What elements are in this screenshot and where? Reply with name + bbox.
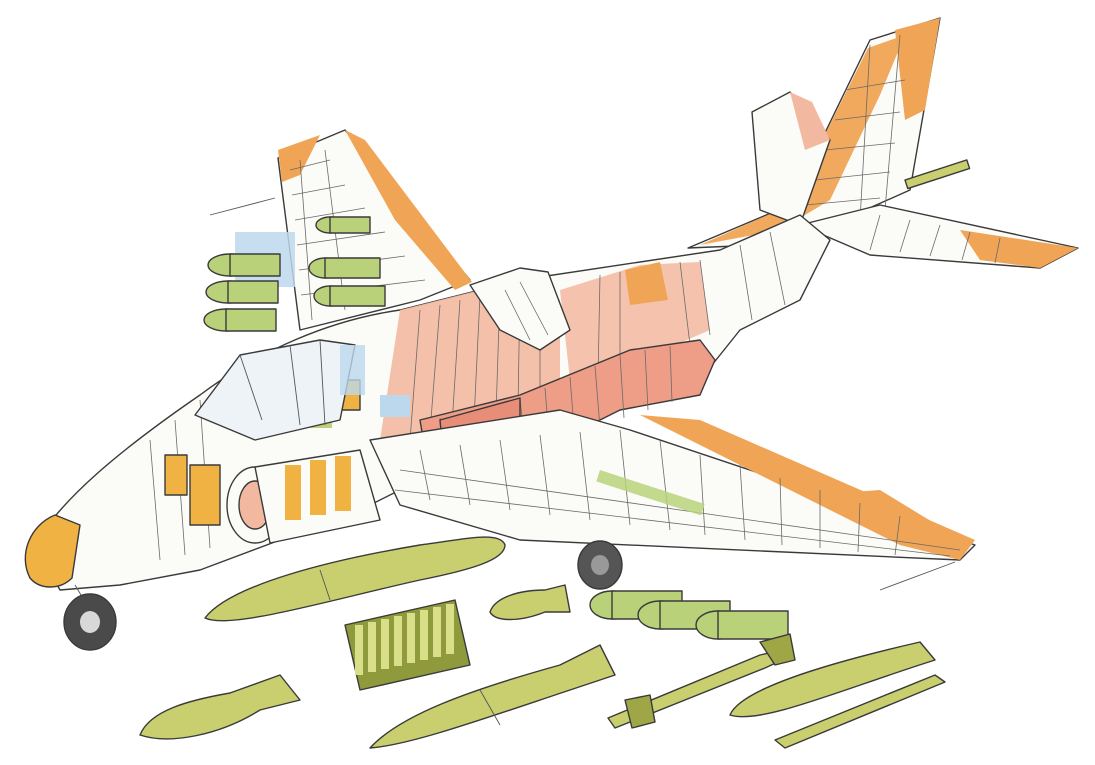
horizontal-stabilizer-left — [751, 91, 831, 226]
guided-bomb — [369, 644, 616, 749]
main-landing-gear — [577, 540, 623, 590]
lower-wing — [369, 409, 976, 591]
engine-air-intake — [226, 449, 381, 544]
upper-wing-rocket-pods — [203, 216, 386, 332]
small-bomb — [489, 584, 571, 621]
upper-wing — [209, 129, 472, 331]
dorsal-spine — [469, 267, 571, 351]
air-to-ground-missile — [607, 633, 796, 729]
horizontal-stabilizer-right — [799, 204, 1079, 269]
tail-cannon — [904, 159, 971, 190]
napalm-tank — [729, 641, 936, 718]
air-to-air-missile — [774, 674, 946, 749]
lower-wing-rocket-pods — [589, 590, 789, 640]
general-purpose-bomb — [139, 674, 301, 740]
nose-landing-gear — [63, 584, 117, 651]
cockpit-canopy — [194, 339, 365, 441]
rocket-launcher-cluster — [344, 599, 471, 691]
nose-cone — [24, 514, 81, 588]
drop-tank-large — [204, 536, 506, 622]
